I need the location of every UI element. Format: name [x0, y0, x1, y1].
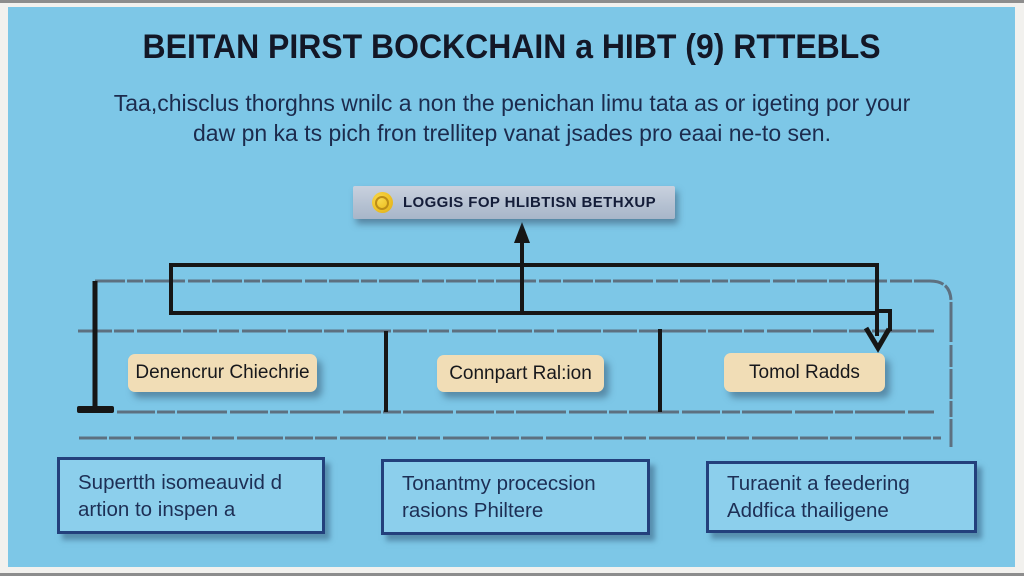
- middle-box-2-label: Connpart Ral:ion: [449, 362, 592, 384]
- middle-box-2: Connpart Ral:ion: [437, 355, 604, 392]
- gold-coin-icon: [371, 192, 393, 213]
- bottom-box-3-line-1: Turaenit a feedering: [727, 472, 910, 495]
- bottom-box-3-line-2: Addfica thailigene: [727, 499, 889, 522]
- subtitle-line-2: daw pn ka ts pich fron trellitep vanat j…: [193, 120, 831, 146]
- middle-box-1: Denencrur Chiechrie: [128, 354, 317, 392]
- badge-label: LOGGIS FOP HLIBTISN BETHXUP: [402, 194, 657, 211]
- bottom-box-1: Supertth isomeauvid d artion to inspen a: [57, 457, 325, 534]
- header-badge: LOGGIS FOP HLIBTISN BETHXUP: [353, 186, 675, 219]
- bottom-box-2: Tonantmy procecsion rasions Philtere: [381, 459, 650, 535]
- bottom-box-2-line-2: rasions Philtere: [402, 499, 544, 522]
- bottom-box-1-line-1: Supertth isomeauvid d: [78, 470, 282, 494]
- bottom-box-3: Turaenit a feedering Addfica thailigene: [706, 461, 977, 533]
- page-title: BEITAN PIRST BOCKCHAIN a HIBT (9) RTTEBL…: [0, 28, 1024, 67]
- page-title-text: BEITAN PIRST BOCKCHAIN a HIBT (9) RTTEBL…: [142, 28, 882, 66]
- middle-box-3: Tomol Radds: [724, 353, 885, 392]
- frame-bottom-line: [0, 573, 1024, 576]
- bottom-box-2-line-1: Tonantmy procecsion: [402, 472, 596, 495]
- frame-top-line: [0, 0, 1024, 3]
- middle-box-3-label: Tomol Radds: [749, 361, 860, 383]
- middle-box-1-label: Denencrur Chiechrie: [135, 362, 310, 383]
- subtitle-line-1: Taa,chisclus thorghns wnilc a non the pe…: [113, 90, 911, 116]
- page-subtitle: Taa,chisclus thorghns wnilc a non the pe…: [0, 88, 1024, 148]
- bottom-box-1-line-2: artion to inspen a: [78, 497, 236, 521]
